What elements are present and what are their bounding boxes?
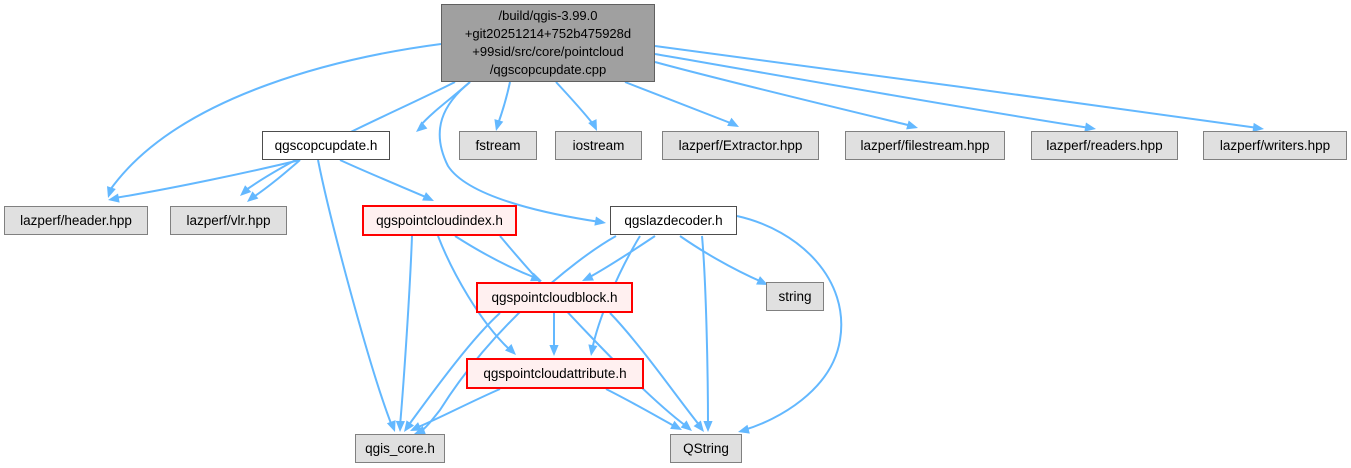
arrowhead	[395, 420, 405, 432]
arrowhead	[588, 119, 597, 131]
arrowhead	[416, 121, 428, 132]
arrowhead	[693, 420, 704, 432]
arrowhead	[504, 343, 516, 355]
graph-node-iostream[interactable]: iostream	[555, 131, 642, 160]
edge-qgscopcupdate_h-to-lazperf_vlr	[247, 159, 301, 202]
edge-root-to-lazperf_extractor	[624, 81, 739, 127]
edge-root-to-lazperf_filestream	[654, 61, 918, 130]
edge-qgscopcupdate_h-to-qgis_core_h	[317, 159, 396, 432]
graph-node-lazperf_writers[interactable]: lazperf/writers.hpp	[1203, 131, 1347, 160]
graph-node-qgslazdecoder_h[interactable]: qgslazdecoder.h	[610, 206, 737, 235]
graph-node-label: lazperf/Extractor.hpp	[678, 137, 803, 153]
edge-qgslazdecoder_h-to-string	[679, 235, 768, 285]
arrowhead	[247, 191, 259, 202]
edge-root-to-lazperf_writers	[654, 45, 1264, 133]
arrowhead	[588, 344, 598, 356]
arrowhead	[494, 119, 504, 131]
graph-node-label: lazperf/writers.hpp	[1219, 137, 1331, 153]
graph-node-label: qgspointcloudblock.h	[491, 289, 618, 305]
graph-node-qgspointcloudindex_h[interactable]: qgspointcloudindex.h	[362, 205, 517, 236]
edge-root-to-lazperf_header	[107, 43, 442, 198]
arrowhead	[670, 420, 682, 430]
graph-node-lazperf_extractor[interactable]: lazperf/Extractor.hpp	[662, 131, 819, 160]
graph-node-fstream[interactable]: fstream	[459, 131, 537, 160]
arrowhead	[107, 186, 116, 198]
edge-qgspointcloudattribute_h-to-qgis_core_h	[410, 388, 501, 431]
arrowhead	[404, 420, 415, 432]
edge-qgspointcloudblock_h-to-qgis_core_h	[404, 312, 501, 432]
edge-qgspointcloudblock_h-to-qstring	[609, 312, 704, 432]
edge-qgslazdecoder_h-to-qstring	[736, 215, 843, 434]
arrowhead	[680, 420, 692, 431]
graph-node-label: QString	[683, 440, 729, 456]
graph-node-label: qgscopcupdate.h	[274, 137, 378, 153]
graph-node-lazperf_filestream[interactable]: lazperf/filestream.hpp	[845, 131, 1005, 160]
arrowhead	[582, 272, 594, 281]
edge-root-to-qgslazdecoder_h	[438, 81, 606, 226]
arrowhead	[1084, 122, 1096, 132]
edge-root-to-iostream	[555, 81, 597, 131]
arrowhead	[906, 120, 918, 130]
edge-qgslazdecoder_h-to-qstring	[701, 235, 713, 432]
arrowhead	[386, 420, 396, 432]
graph-node-lazperf_header[interactable]: lazperf/header.hpp	[4, 206, 148, 235]
graph-node-qgspointcloudblock_h[interactable]: qgspointcloudblock.h	[476, 282, 633, 313]
edge-qgslazdecoder_h-to-qgspointcloudblock_h	[582, 235, 656, 281]
graph-node-label: iostream	[572, 137, 625, 153]
arrowhead	[756, 276, 768, 285]
graph-node-label: lazperf/readers.hpp	[1046, 137, 1163, 153]
graph-node-root[interactable]: /build/qgis-3.99.0 +git20251214+752b4759…	[441, 4, 655, 82]
edge-qgspointcloudattribute_h-to-qstring	[605, 388, 682, 430]
arrowhead	[422, 192, 434, 201]
graph-node-label: qgspointcloudindex.h	[376, 212, 503, 228]
arrowhead	[594, 216, 606, 226]
arrowhead	[108, 193, 120, 203]
arrowhead	[1252, 122, 1264, 133]
graph-node-qstring[interactable]: QString	[670, 434, 742, 463]
graph-node-label: lazperf/vlr.hpp	[186, 212, 271, 228]
edge-qgspointcloudindex_h-to-qgspointcloudattribute_h	[437, 235, 516, 355]
graph-node-qgspointcloudattribute_h[interactable]: qgspointcloudattribute.h	[466, 358, 644, 389]
arrowhead	[240, 185, 252, 196]
graph-node-qgscopcupdate_h[interactable]: qgscopcupdate.h	[262, 131, 390, 160]
arrowhead	[410, 422, 422, 431]
graph-node-label: qgslazdecoder.h	[624, 212, 723, 228]
graph-node-label: fstream	[475, 137, 521, 153]
graph-node-label: qgspointcloudattribute.h	[483, 365, 627, 381]
edge-root-to-lazperf_readers	[654, 53, 1096, 132]
edge-root-to-fstream	[494, 81, 511, 131]
graph-node-label: qgis_core.h	[365, 440, 435, 456]
arrowhead	[738, 424, 750, 434]
graph-node-label: string	[778, 288, 812, 304]
graph-node-string[interactable]: string	[766, 282, 824, 311]
graph-node-label: lazperf/filestream.hpp	[860, 137, 990, 153]
arrowhead	[727, 117, 739, 127]
arrowhead	[549, 345, 559, 356]
edge-qgscopcupdate_h-to-qgspointcloudindex_h	[339, 159, 434, 201]
graph-node-qgis_core_h[interactable]: qgis_core.h	[355, 434, 445, 463]
edge-qgspointcloudblock_h-to-qgspointcloudattribute_h	[549, 313, 559, 356]
edge-qgscopcupdate_h-to-lazperf_header	[108, 159, 301, 203]
graph-node-label: lazperf/header.hpp	[20, 212, 132, 228]
edge-qgspointcloudindex_h-to-qgis_core_h	[395, 235, 413, 432]
graph-node-lazperf_vlr[interactable]: lazperf/vlr.hpp	[170, 206, 287, 235]
graph-node-lazperf_readers[interactable]: lazperf/readers.hpp	[1031, 131, 1178, 160]
edge-qgspointcloudindex_h-to-qstring	[499, 235, 692, 431]
graph-node-label: /build/qgis-3.99.0 +git20251214+752b4759…	[464, 8, 632, 77]
arrowhead	[703, 421, 713, 432]
